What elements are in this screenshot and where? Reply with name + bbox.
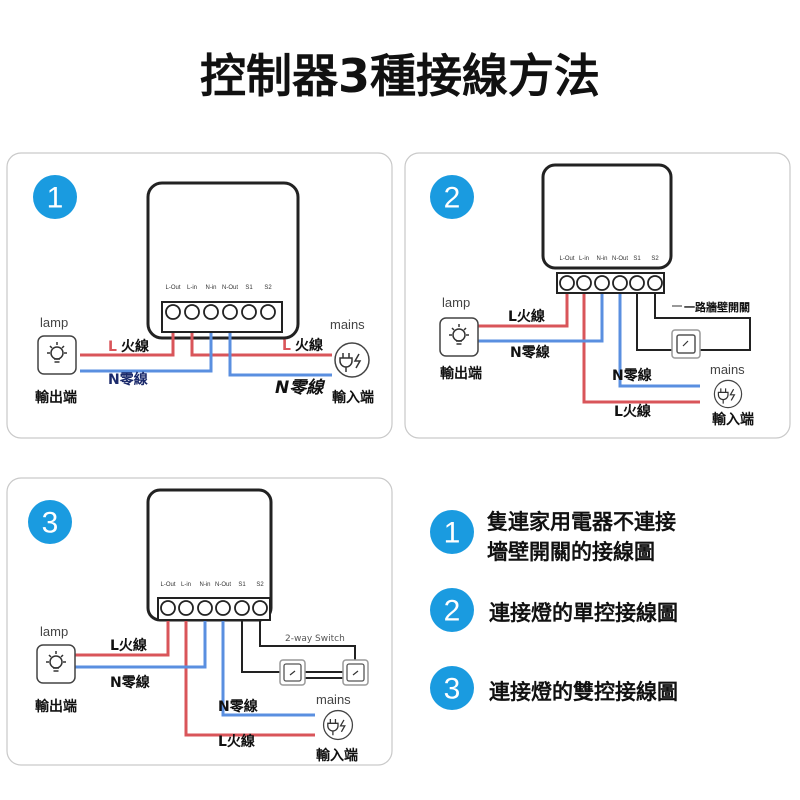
svg-text:N-Out: N-Out — [612, 256, 628, 262]
svg-text:L-in: L-in — [187, 285, 197, 291]
live-label: L火線 — [508, 308, 545, 325]
legend-text: 墻壁開關的接線圖 — [487, 540, 655, 564]
lamp-icon — [37, 335, 77, 375]
svg-text:L-Out: L-Out — [165, 285, 180, 291]
svg-text:N-in: N-in — [596, 256, 607, 262]
neutral-label: N零線 — [110, 674, 150, 691]
mains-label: mains — [316, 692, 351, 707]
live-label: L火線 — [218, 733, 255, 750]
svg-text:1: 1 — [444, 517, 461, 550]
step-number: 2 — [444, 182, 461, 215]
live-prefix: L — [108, 339, 117, 355]
panel-2: 2 L-Out L-in N-in N-Out S1 S2 一路牆壁開關 lamp 輸… — [404, 152, 791, 439]
svg-text:2: 2 — [444, 595, 461, 628]
svg-text:S2: S2 — [651, 256, 659, 262]
terminals — [559, 275, 663, 291]
live-prefix: L — [282, 338, 291, 354]
svg-text:S2: S2 — [264, 285, 272, 291]
controller-device — [146, 181, 300, 340]
lamp-label: lamp — [442, 295, 470, 310]
lamp-icon — [439, 317, 479, 357]
two-way-switch-label: 2-way Switch — [285, 634, 345, 644]
plug-icon — [322, 709, 354, 741]
legend-text: 連接燈的單控接線圖 — [489, 601, 678, 625]
one-way-switch-label: 一路牆壁開關 — [684, 300, 750, 314]
svg-text:N-Out: N-Out — [215, 582, 231, 588]
svg-text:S1: S1 — [245, 285, 253, 291]
step-number-badge — [28, 500, 72, 544]
mains-label: mains — [710, 362, 745, 377]
output-end-label: 輸出端 — [35, 698, 77, 715]
legend-text: 連接燈的雙控接線圖 — [489, 680, 678, 704]
svg-text:S1: S1 — [238, 582, 246, 588]
mains-label: mains — [330, 317, 365, 332]
svg-text:N-Out: N-Out — [222, 285, 238, 291]
terminal-labels: L-Out L-in N-in N-Out S1 S2 — [165, 285, 272, 291]
live-label: L火線 — [614, 403, 651, 420]
page-title: 控制器3種接線方法 — [200, 49, 600, 103]
terminals — [165, 304, 276, 320]
svg-text:L-in: L-in — [181, 582, 191, 588]
svg-text:L-Out: L-Out — [559, 256, 574, 262]
switch-wire — [241, 608, 356, 679]
lamp-icon — [36, 644, 76, 684]
switch-wire — [636, 283, 751, 351]
svg-text:N-in: N-in — [205, 285, 216, 291]
legend-item-1: 1 隻連家用電器不連接 墻壁開關的接線圖 — [430, 510, 676, 564]
svg-text:N-in: N-in — [199, 582, 210, 588]
terminals — [160, 600, 268, 616]
legend-item-2: 2 連接燈的單控接線圖 — [430, 588, 678, 632]
neutral-label: N零線 — [612, 367, 652, 384]
live-label: 火線 — [295, 337, 323, 354]
live-wire — [75, 608, 315, 737]
two-way-switch-icon — [279, 659, 306, 686]
two-way-switch-icon — [342, 659, 369, 686]
terminal-labels: L-Out L-in N-in N-Out S1 S2 — [559, 256, 659, 262]
input-end-label: 輸入端 — [332, 389, 374, 406]
legend-text: 隻連家用電器不連接 — [486, 510, 676, 534]
lamp-label: lamp — [40, 315, 68, 330]
live-wire — [478, 283, 700, 404]
plug-icon — [713, 379, 743, 409]
legend: 1 隻連家用電器不連接 墻壁開關的接線圖 2 連接燈的單控接線圖 3 連接燈的雙… — [430, 510, 678, 710]
live-label: 火線 — [121, 338, 149, 355]
plug-icon — [334, 342, 370, 378]
input-end-label: 輸入端 — [316, 747, 358, 764]
lamp-label: lamp — [40, 624, 68, 639]
svg-text:S2: S2 — [256, 582, 264, 588]
panel-1: 1 L-Out L-in N-in N-Out S1 S2 lamp 輸出端 L 火線… — [6, 152, 393, 439]
terminal-labels: L-Out L-in N-in N-Out S1 S2 — [160, 582, 264, 588]
step-number-badge — [33, 175, 77, 219]
input-end-label: 輸入端 — [712, 411, 754, 428]
legend-item-3: 3 連接燈的雙控接線圖 — [430, 666, 678, 710]
neutral-wire — [478, 283, 700, 388]
step-number-badge — [430, 175, 474, 219]
neutral-label: N零線 — [218, 698, 258, 715]
output-end-label: 輸出端 — [35, 389, 77, 406]
svg-text:3: 3 — [444, 673, 461, 706]
output-end-label: 輸出端 — [440, 365, 482, 382]
svg-text:L-Out: L-Out — [160, 582, 175, 588]
live-label: L火線 — [110, 637, 147, 654]
neutral-label: N零線 — [108, 371, 148, 388]
controller-device — [541, 163, 673, 270]
step-number: 1 — [47, 182, 64, 215]
neutral-label: N零線 — [510, 344, 550, 361]
svg-text:S1: S1 — [633, 256, 641, 262]
step-number: 3 — [42, 507, 59, 540]
wall-switch-icon — [671, 329, 701, 359]
svg-text:L-in: L-in — [579, 256, 589, 262]
neutral-wire — [75, 608, 315, 717]
neutral-label: N零線 — [275, 378, 325, 398]
